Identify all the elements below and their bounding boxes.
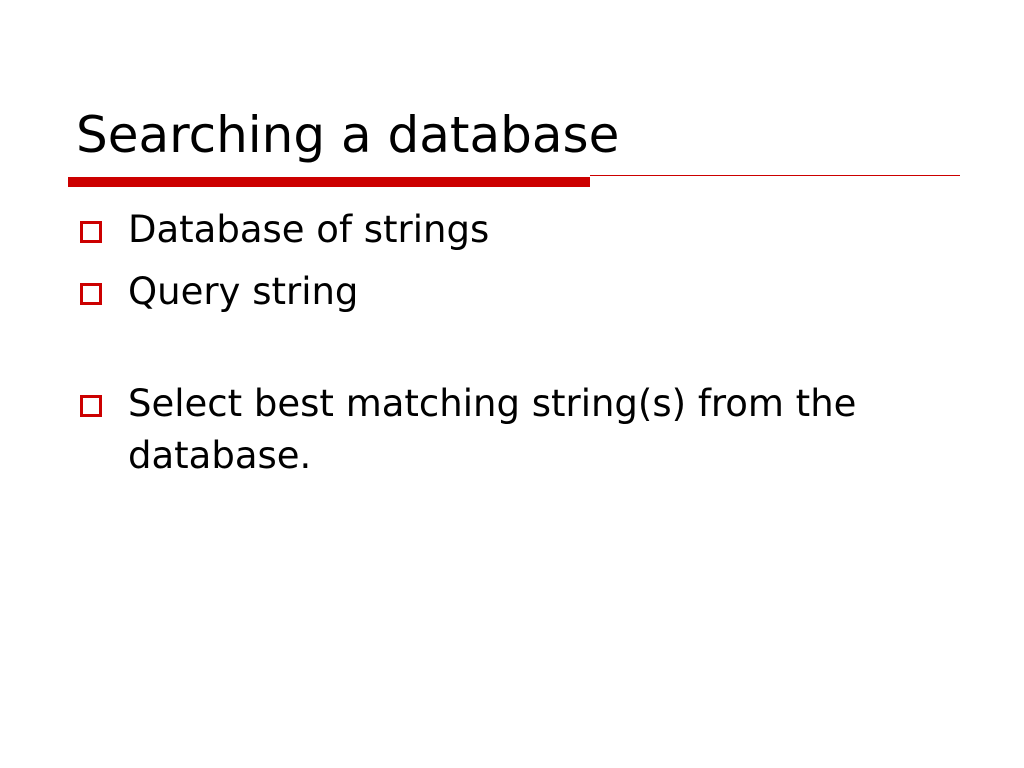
bullet-item: Select best matching string(s) from the … [78, 378, 958, 482]
bullet-text: Select best matching string(s) from the … [128, 382, 857, 477]
hollow-square-icon [80, 283, 102, 305]
bullet-item: Query string [78, 266, 958, 318]
bullet-text: Database of strings [128, 208, 490, 251]
title-underline-thin [590, 175, 960, 176]
bullet-text: Query string [128, 270, 359, 313]
bullet-item: Database of strings [78, 204, 958, 256]
hollow-square-icon [80, 395, 102, 417]
slide-title: Searching a database [76, 106, 620, 164]
hollow-square-icon [80, 221, 102, 243]
title-underline-thick [68, 177, 590, 187]
bullet-list: Database of strings Query string Select … [78, 204, 958, 492]
